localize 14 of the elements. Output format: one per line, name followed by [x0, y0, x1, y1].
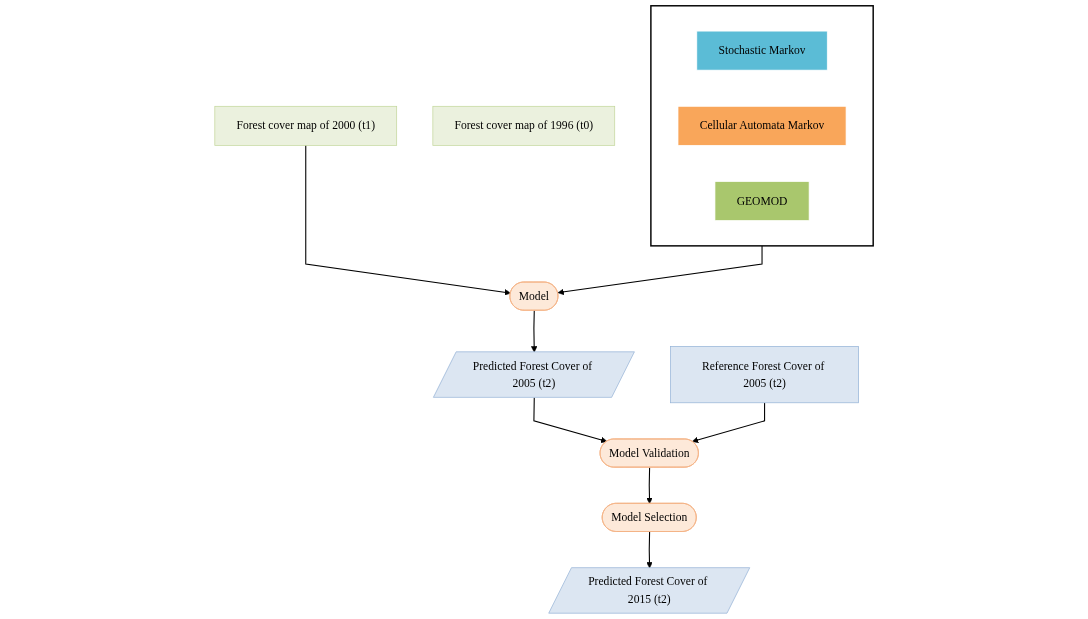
node-box: Reference Forest Cover of 2005 (t2) — [670, 346, 859, 404]
node-box: Stochastic Markov — [696, 30, 828, 71]
node-box: Forest cover map of 2000 (t1) — [214, 105, 398, 146]
arrow — [531, 310, 538, 353]
node-box: Cellular Automata Markov — [677, 105, 847, 146]
arrow — [691, 402, 766, 443]
arrow — [533, 397, 608, 443]
cluster — [650, 5, 874, 247]
node-box: GEOMOD — [714, 181, 810, 221]
arrow — [646, 531, 653, 569]
arrow — [557, 245, 763, 296]
node-box: Forest cover map of 1996 (t0) — [432, 105, 616, 146]
arrow — [305, 144, 511, 296]
arrow — [646, 466, 653, 504]
